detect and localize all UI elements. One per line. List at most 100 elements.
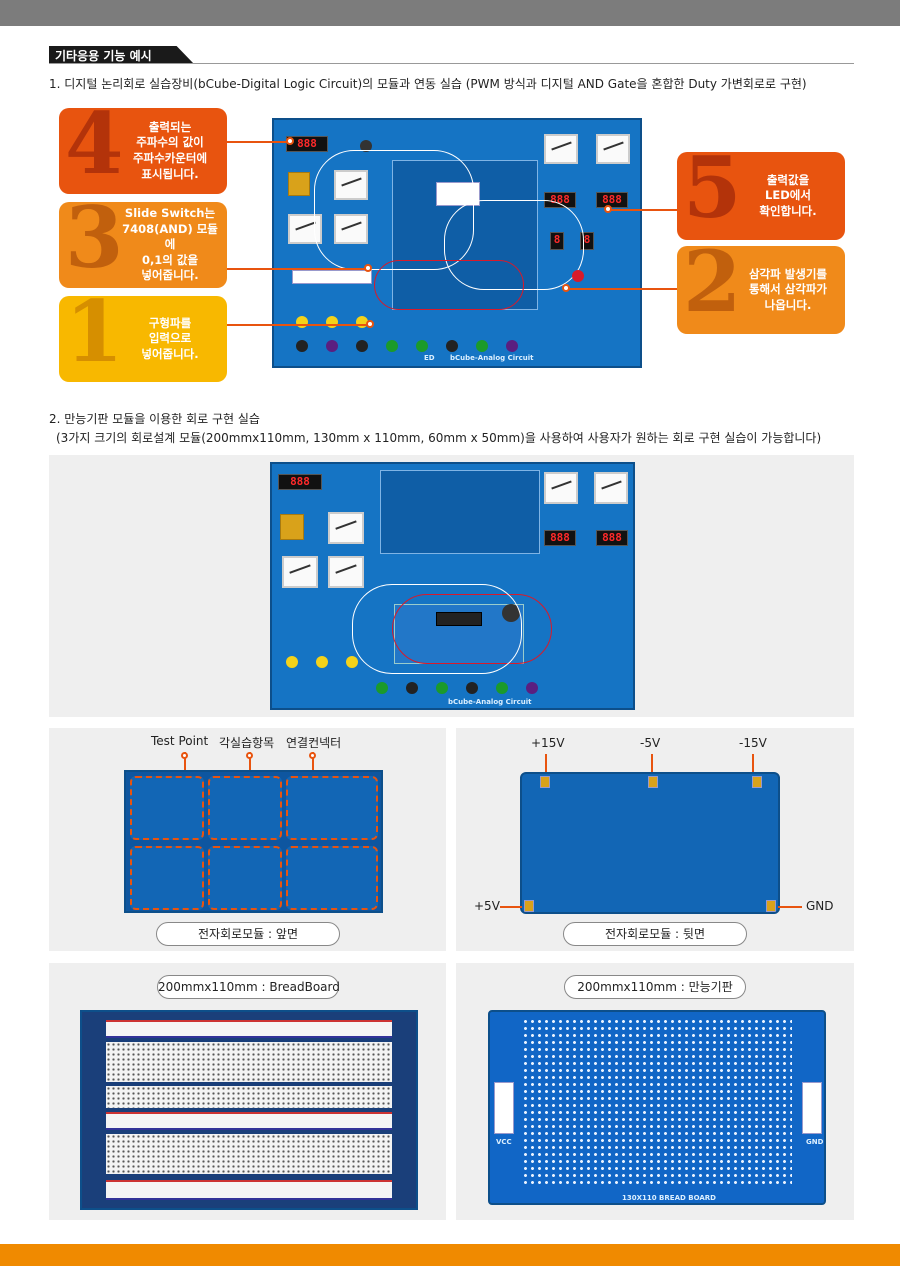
section2-title: 2. 만능기판 모듈을 이용한 회로 구현 실습 <box>49 412 260 426</box>
board-brand: ED <box>424 354 435 362</box>
callout-text: 구형파를 입력으로 넣어줍니다. <box>141 315 199 361</box>
power-knob <box>360 140 372 152</box>
terminal <box>466 682 478 694</box>
power-terminal <box>648 776 658 788</box>
power-rail <box>106 1180 392 1200</box>
analog-meter <box>328 556 364 588</box>
callout-number: 5 <box>683 152 742 237</box>
annotation-line <box>752 754 754 774</box>
led-display: 888 <box>596 530 628 546</box>
practice-module <box>286 846 378 910</box>
leader-line <box>778 906 802 908</box>
universal-board-photo: VCC GND 130X110 BREAD BOARD <box>488 1010 826 1205</box>
knob <box>316 656 328 668</box>
annotation-minus15v: -15V <box>739 736 767 750</box>
terminal <box>416 340 428 352</box>
terminal <box>406 682 418 694</box>
board-label: bCube-Analog Circuit <box>448 698 532 706</box>
callout-5: 5 출력값을 LED에서 확인합니다. <box>677 152 845 240</box>
callout-text: 삼각파 발생기를 통해서 삼각파가 나옵니다. <box>748 266 828 312</box>
annotation-line <box>249 752 251 772</box>
leader-line <box>568 288 677 290</box>
terminal <box>496 682 508 694</box>
analog-circuit-board-photo-2: 888 888 888 bCube-Analog Circuit <box>270 462 635 710</box>
annotation-practice-item: 각실습항목 <box>219 736 275 750</box>
callout-text: 출력값을 LED에서 확인합니다. <box>759 172 817 218</box>
frequency-counter-display: 888 <box>278 474 322 490</box>
annotation-line <box>545 754 547 774</box>
section1-title: 1. 디지털 논리회로 실습장비(bCube-Digital Logic Cir… <box>49 77 807 91</box>
back-module-caption: 전자회로모듈 : 뒷면 <box>563 922 747 946</box>
terminal <box>296 340 308 352</box>
practice-module <box>208 846 282 910</box>
led-display: 888 <box>596 192 628 208</box>
callout-number: 2 <box>683 246 742 331</box>
leader-line <box>227 141 289 143</box>
front-module-board <box>124 770 383 913</box>
analog-circuit-board-photo: 888 888 888 8 8 ED bCube-Analog Circuit <box>272 118 642 368</box>
annotation-minus5v: -5V <box>640 736 661 750</box>
leader-line <box>500 906 522 908</box>
analog-meter <box>544 134 578 164</box>
terminal <box>386 340 398 352</box>
annotation-line <box>184 752 186 770</box>
frequency-counter-display: 888 <box>286 136 328 152</box>
section-tag: 기타응용 기능 예시 <box>49 46 194 64</box>
power-terminal <box>752 776 762 788</box>
terminal <box>326 340 338 352</box>
annotation-dot <box>309 752 316 759</box>
knob <box>296 316 308 328</box>
universal-board-caption: 200mmx110mm : 만능기판 <box>564 975 746 999</box>
leader-dot <box>562 284 570 292</box>
callout-4: 4 출력되는 주파수의 값이 주파수카운터에 표시됩니다. <box>59 108 227 194</box>
power-terminal <box>524 900 534 912</box>
annotation-plus5v: +5V <box>474 899 500 913</box>
annotation-line <box>651 754 653 774</box>
power-terminal <box>540 776 550 788</box>
annotation-connector: 연결컨넥터 <box>286 736 342 750</box>
analog-meter <box>328 512 364 544</box>
perfboard-holes <box>522 1018 792 1186</box>
terminal <box>506 340 518 352</box>
annotation-gnd: GND <box>806 899 834 913</box>
top-bar <box>0 0 900 26</box>
led-display: 888 <box>544 530 576 546</box>
callout-text: Slide Switch는 7408(AND) 모듈에 0,1의 값을 넣어줍니… <box>122 206 218 283</box>
analog-meter <box>596 134 630 164</box>
knob <box>346 656 358 668</box>
practice-module <box>208 776 282 840</box>
leader-dot <box>286 137 294 145</box>
breadboard-holes <box>106 1134 392 1174</box>
front-module-caption: 전자회로모듈 : 앞면 <box>156 922 340 946</box>
board-label: bCube-Analog Circuit <box>450 354 534 362</box>
power-terminal <box>766 900 776 912</box>
annotation-dot <box>181 752 188 759</box>
wire <box>374 260 524 310</box>
callout-number: 1 <box>65 296 124 381</box>
section2-subtitle: (3가지 크기의 회로설계 모듈(200mmx110mm, 130mm x 11… <box>56 431 822 445</box>
callout-number: 3 <box>65 202 124 287</box>
analog-meter <box>282 556 318 588</box>
analog-meter <box>594 472 628 504</box>
annotation-plus15v: +15V <box>531 736 565 750</box>
leader-line <box>227 268 367 270</box>
analog-meter <box>544 472 578 504</box>
callout-number: 4 <box>65 108 124 193</box>
gnd-label: GND <box>806 1138 824 1146</box>
annotation-dot <box>246 752 253 759</box>
callout-2: 2 삼각파 발생기를 통해서 삼각파가 나옵니다. <box>677 246 845 334</box>
terminal <box>446 340 458 352</box>
callout-3: 3 Slide Switch는 7408(AND) 모듈에 0,1의 값을 넣어… <box>59 202 227 288</box>
leader-line <box>610 209 677 211</box>
breadboard-caption: 200mmx110mm : BreadBoard <box>157 975 340 999</box>
terminal <box>376 682 388 694</box>
footer-bar <box>0 1244 900 1266</box>
connector <box>802 1082 822 1134</box>
leader-dot <box>364 264 372 272</box>
breadboard-photo <box>80 1010 418 1210</box>
transformer <box>288 172 310 196</box>
ic-chip <box>436 612 482 626</box>
terminal <box>436 682 448 694</box>
connector <box>494 1082 514 1134</box>
transformer <box>280 514 304 540</box>
